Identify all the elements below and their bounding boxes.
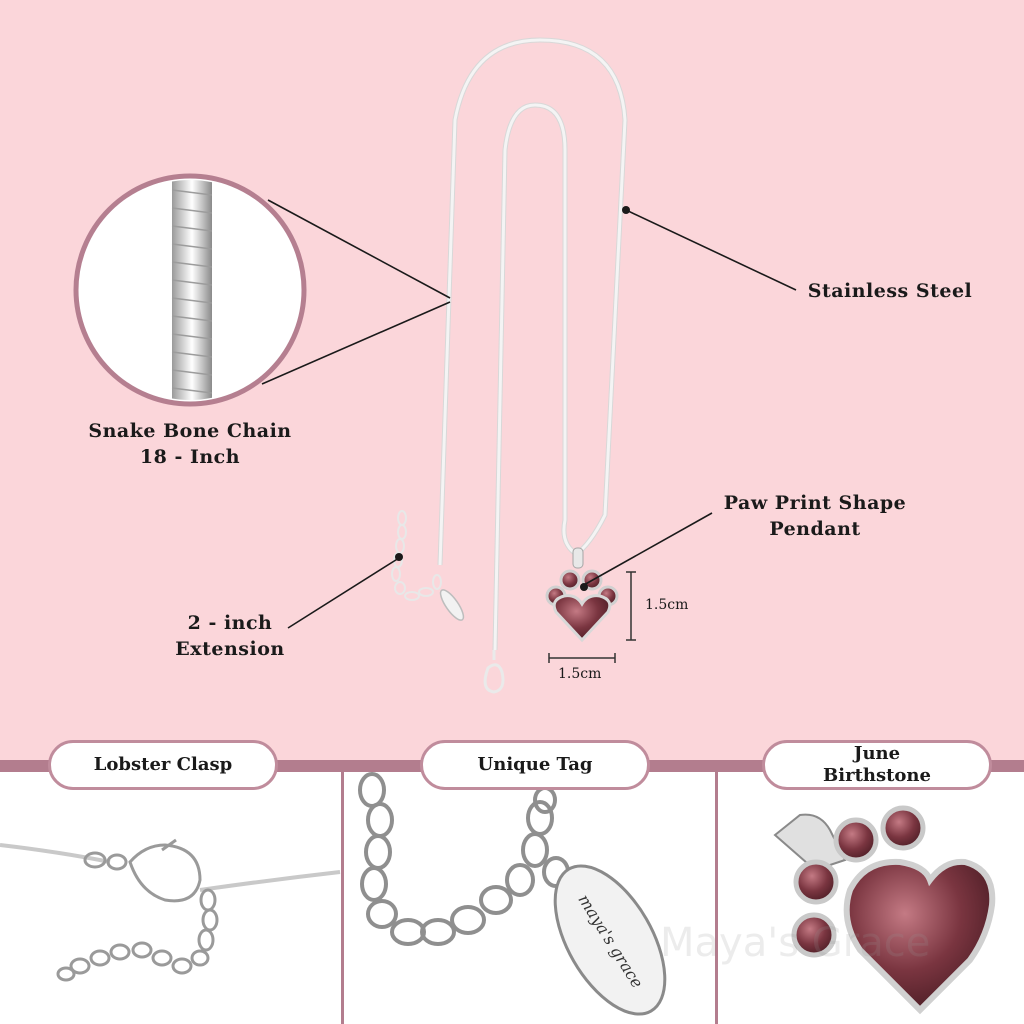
tag-icon xyxy=(439,589,465,621)
clasp-closeup-icon xyxy=(0,838,341,982)
marker-dot xyxy=(580,583,588,591)
leader-lines xyxy=(261,199,797,629)
panel-divider xyxy=(341,772,344,1024)
extension-label: 2 - inch Extension xyxy=(160,610,300,662)
chain-label-line2: 18 - Inch xyxy=(139,446,241,468)
tag-closeup-icon xyxy=(358,772,570,946)
watermark: Maya's Grace xyxy=(660,920,931,966)
lobster-clasp-icon xyxy=(483,650,505,694)
chain-zoom-icon xyxy=(73,173,307,407)
pendant-label-line2: Pendant xyxy=(769,518,861,540)
marker-dot xyxy=(622,206,630,214)
extension-label-line2: Extension xyxy=(175,638,285,660)
pendant-label-line1: Paw Print Shape xyxy=(723,492,907,514)
birthstone-title-line2: Birthstone xyxy=(823,765,931,786)
dimension-lines xyxy=(548,571,636,663)
material-label: Stainless Steel xyxy=(807,280,973,302)
chain-label-line1: Snake Bone Chain xyxy=(88,420,292,442)
paw-pendant-icon xyxy=(545,547,619,643)
birthstone-closeup-icon xyxy=(773,805,996,1015)
extension-chain-icon xyxy=(391,510,442,601)
panel-title-tag: Unique Tag xyxy=(420,740,650,790)
height-dimension: 1.5cm xyxy=(645,597,689,613)
panel-title-birthstone: June Birthstone xyxy=(762,740,992,790)
birthstone-title-line1: June xyxy=(853,743,901,764)
panel-divider xyxy=(715,772,718,1024)
pendant-label: Paw Print Shape Pendant xyxy=(700,490,930,542)
marker-dot xyxy=(395,553,403,561)
chain-label: Snake Bone Chain 18 - Inch xyxy=(70,418,310,470)
extension-label-line1: 2 - inch xyxy=(187,612,273,634)
snake-chain xyxy=(437,37,628,651)
width-dimension: 1.5cm xyxy=(558,666,602,682)
oval-tag-icon xyxy=(553,864,667,1016)
panel-title-clasp: Lobster Clasp xyxy=(48,740,278,790)
